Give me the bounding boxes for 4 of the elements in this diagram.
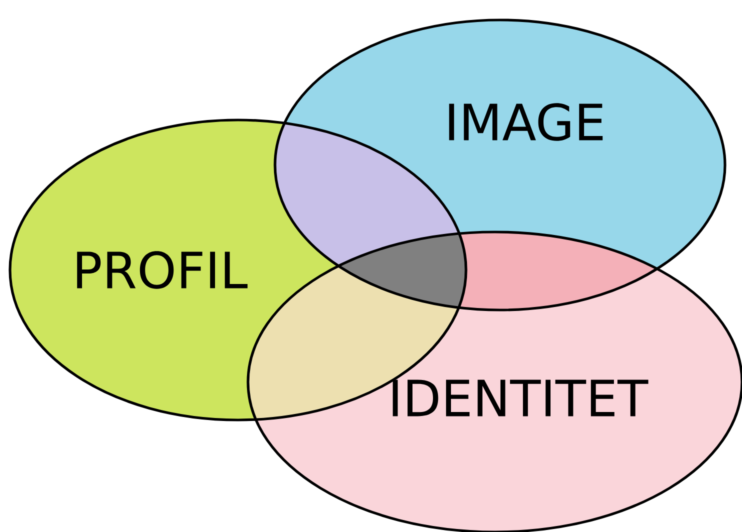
set-label: IMAGE xyxy=(449,103,603,141)
venn-ellipse xyxy=(274,18,726,312)
set-label: IDENTITET xyxy=(392,380,648,416)
set-label: PROFIL xyxy=(77,251,248,289)
